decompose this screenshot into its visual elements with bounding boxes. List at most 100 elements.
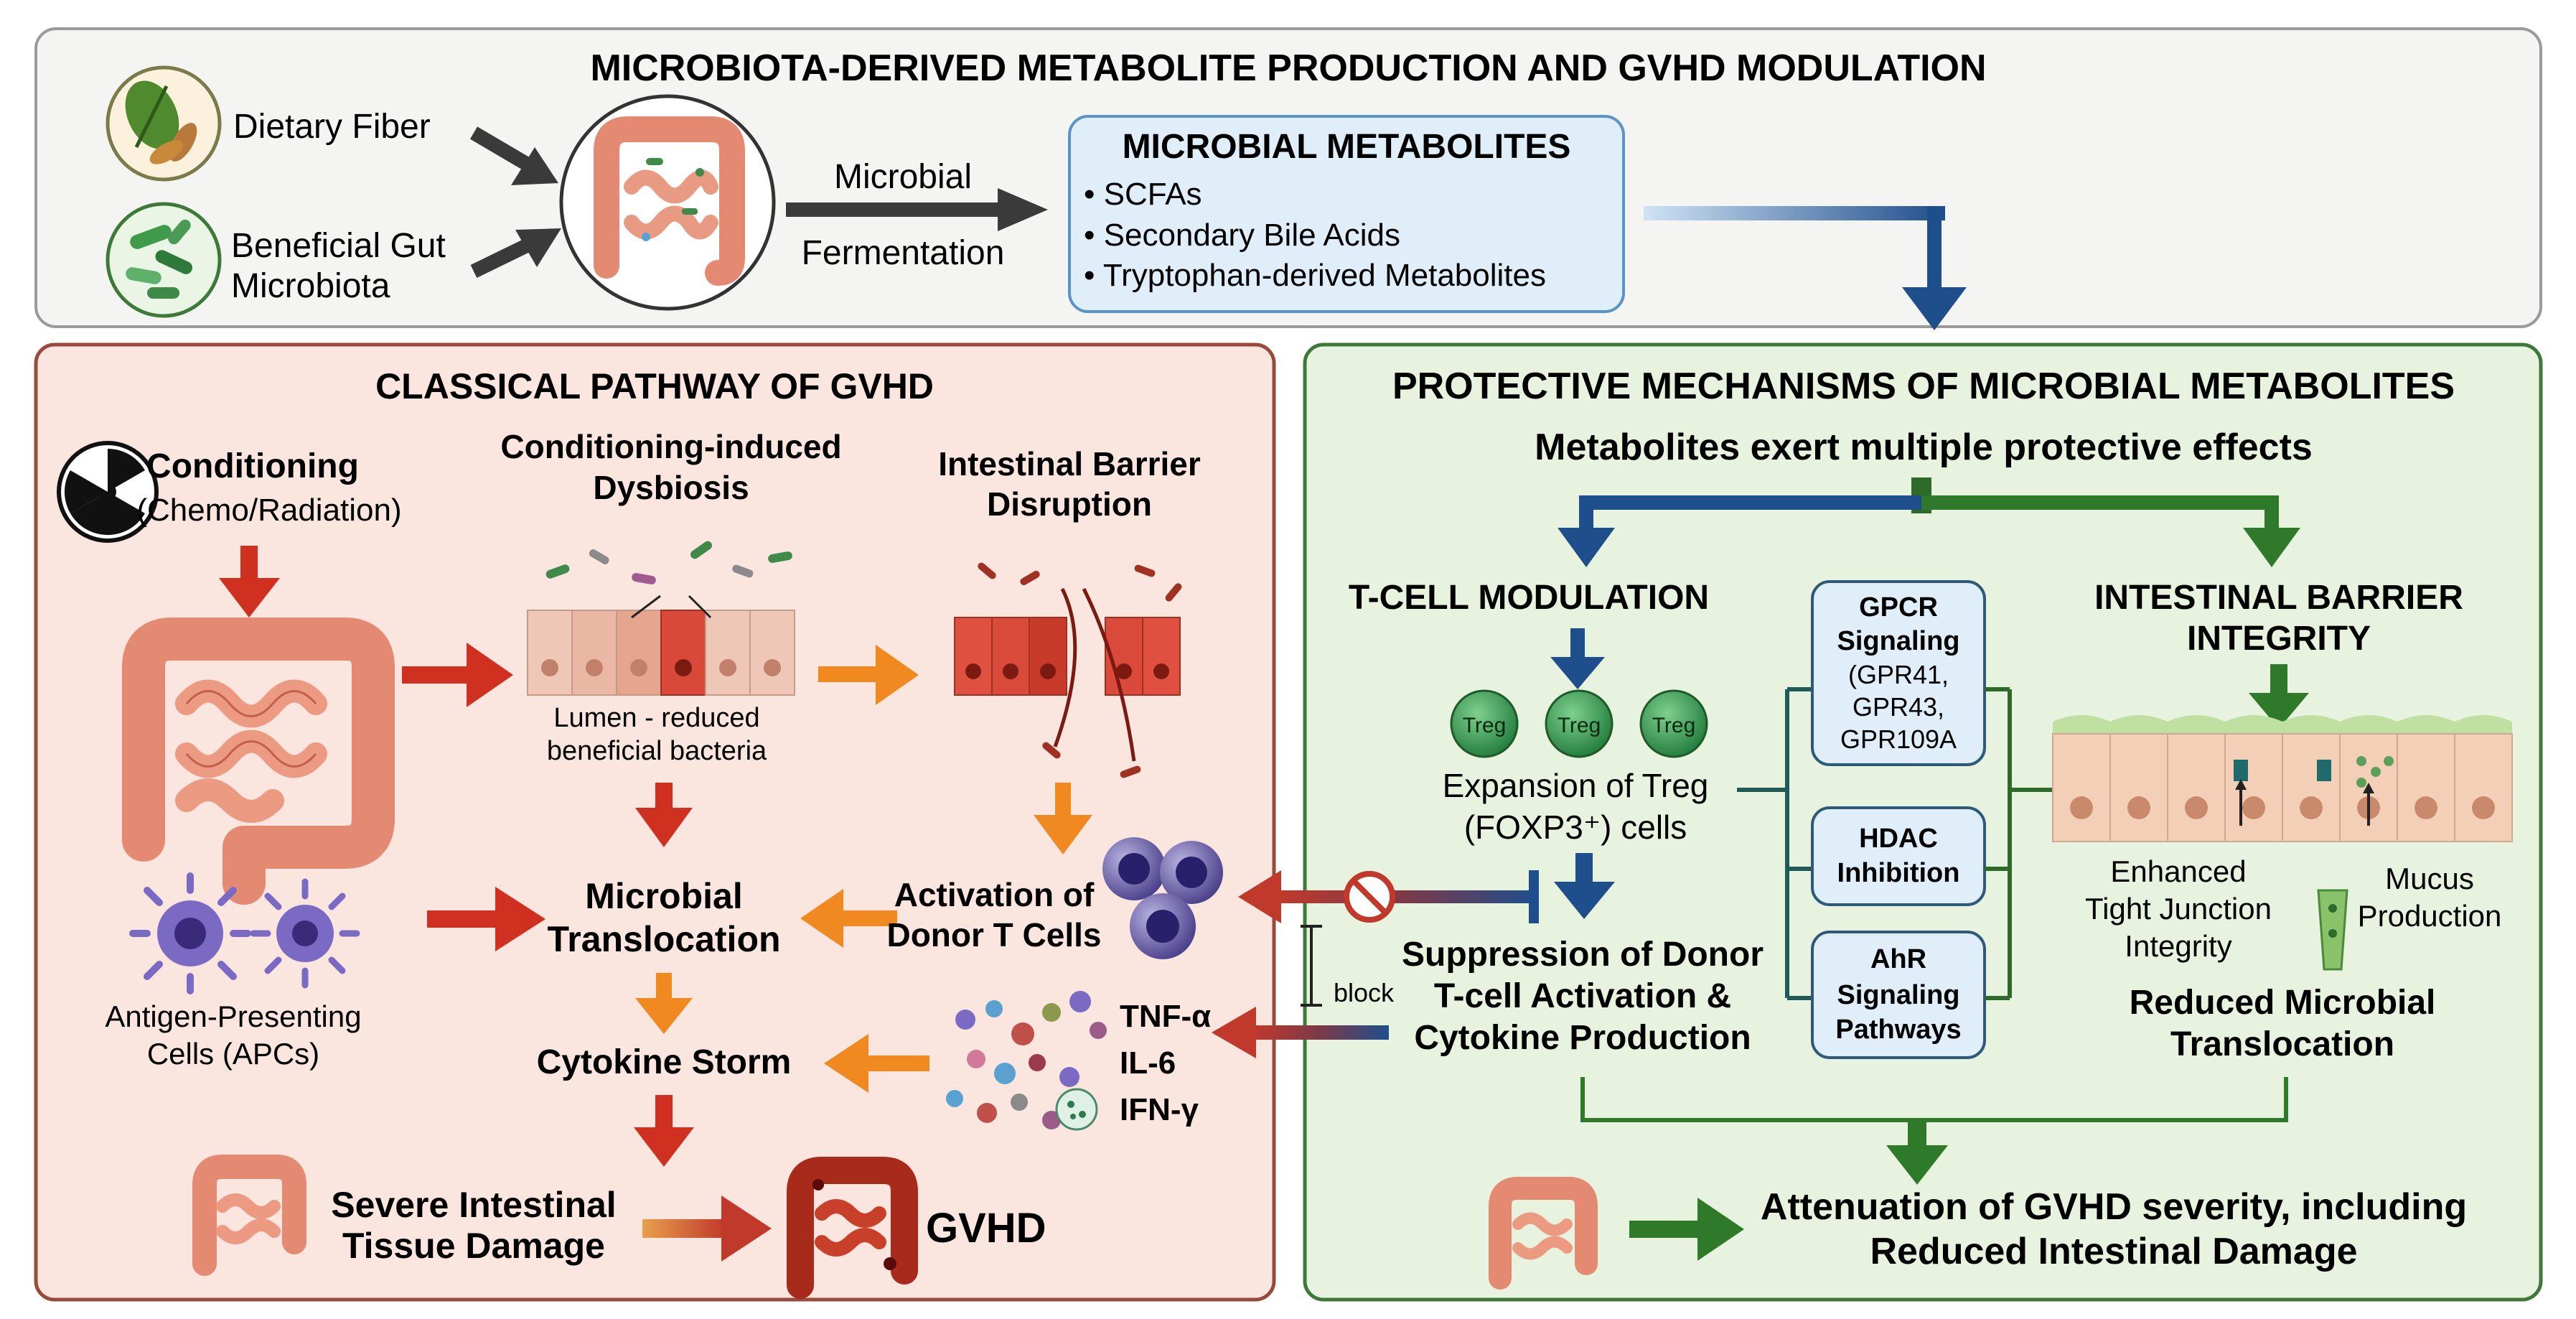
suppression-label-3: Cytokine Production	[1414, 1019, 1751, 1057]
arrow-head	[1550, 657, 1605, 689]
cytokine-il6-label: IL-6	[1120, 1045, 1176, 1081]
treg-cell-icon	[1545, 689, 1613, 758]
branch-blue	[1579, 495, 1921, 531]
barrier-label-1: Intestinal Barrier	[938, 445, 1201, 483]
treg-label: Treg	[1652, 714, 1696, 737]
arrow-shaft	[1927, 206, 1942, 296]
arrow-intestine-to-dysbiosis	[402, 666, 470, 684]
barrier-bracket	[1985, 687, 2053, 1000]
hdac-label-1: HDAC	[1859, 824, 1938, 854]
healthy-epithelium-icon	[2052, 715, 2513, 842]
arrow-shaft	[1908, 1120, 1926, 1149]
hdac-label-2: Inhibition	[1837, 858, 1960, 888]
protective-title: PROTECTIVE MECHANISMS OF MICROBIAL METAB…	[1392, 365, 2455, 407]
beneficial-gut-label-1: Beneficial Gut	[231, 227, 446, 265]
dietary-fiber-label: Dietary Fiber	[233, 108, 431, 146]
beneficial-gut-label-2: Microbiota	[231, 267, 390, 305]
tight-junction-label-3: Integrity	[2125, 929, 2231, 963]
fermentation-label-2: Fermentation	[802, 234, 1005, 272]
reduced-translocation-label-2: Translocation	[2170, 1025, 2394, 1063]
reduced-translocation-label-1: Reduced Microbial	[2130, 984, 2436, 1022]
treg-label: Treg	[1463, 714, 1507, 737]
arrow-head	[824, 1034, 868, 1093]
arrow-dysbiosis-to-barrier	[818, 666, 879, 682]
arrow-head	[515, 228, 561, 267]
expansion-label-1: Expansion of Treg	[1443, 767, 1709, 804]
arrow-head	[2243, 528, 2300, 567]
block-sign-icon	[1344, 871, 1395, 923]
arrow-head	[1697, 1198, 1744, 1261]
cytokine-storm-label: Cytokine Storm	[537, 1043, 792, 1081]
cytokine-ifn-label: IFN-γ	[1120, 1092, 1199, 1127]
ahr-box	[1811, 931, 1986, 1059]
cytokine-particles-icon	[946, 991, 1107, 1131]
arrow-integrity-down	[2270, 664, 2287, 696]
merge-line	[1580, 1077, 2288, 1122]
arrow-to-attenuation	[1629, 1221, 1701, 1238]
expansion-label-2: (FOXP3⁺) cells	[1464, 808, 1687, 846]
tight-junction-label-2: Tight Junction	[2085, 892, 2272, 926]
lumen-label-2: beneficial bacteria	[547, 736, 767, 766]
apc-icon	[250, 878, 360, 989]
attenuation-label-2: Reduced Intestinal Damage	[1870, 1231, 2357, 1272]
metabolites-title: MICROBIAL METABOLITES	[1123, 128, 1571, 166]
gpcr-label-1: GPCR	[1859, 592, 1938, 623]
arrow-barrier-down	[1055, 783, 1071, 819]
mucus-icon	[2317, 889, 2348, 971]
fermentation-label-1: Microbial	[834, 158, 972, 196]
arrow-severe-to-gvhd	[642, 1219, 725, 1238]
barrier-disruption-icon	[954, 562, 1182, 778]
barrier-integrity-label-1: INTESTINAL BARRIER	[2094, 579, 2463, 617]
tight-junction-label-1: Enhanced	[2110, 854, 2246, 888]
arrow-head	[1902, 287, 1967, 330]
radiation-icon	[57, 441, 159, 543]
arrow-head	[219, 578, 280, 617]
metabolite-item-1: • SCFAs	[1084, 177, 1202, 212]
arrow-head	[1034, 815, 1092, 854]
cytokine-tnf-label: TNF-α	[1120, 999, 1211, 1034]
block-label: block	[1334, 978, 1395, 1007]
tcell-modulation-label: T-CELL MODULATION	[1349, 579, 1709, 617]
arrow-head	[467, 643, 513, 707]
protective-subtitle: Metabolites exert multiple protective ef…	[1535, 427, 2313, 468]
suppression-label-1: Suppression of Donor	[1402, 936, 1764, 974]
arrow-head	[2249, 693, 2309, 729]
arrow-head	[876, 645, 919, 705]
arrow-translocation-down	[656, 973, 672, 1002]
damaged-intestine-icon	[787, 1157, 918, 1299]
arrow-head	[511, 147, 558, 185]
arrow-head	[721, 1196, 772, 1262]
activation-label-1: Activation of	[894, 876, 1095, 913]
conditioning-sub-label: (Chemo/Radiation)	[136, 493, 401, 528]
hdac-box	[1811, 806, 1986, 906]
conditioning-label: Conditioning	[146, 447, 359, 485]
metabolite-item-2: • Secondary Bile Acids	[1084, 218, 1400, 253]
arrow-head	[1212, 1007, 1256, 1058]
arrow-head	[1558, 528, 1615, 567]
branch-green	[1921, 495, 2279, 531]
arrow-storm-down	[655, 1095, 673, 1131]
mucus-label-2: Production	[2358, 899, 2502, 933]
barrier-integrity-label-2: INTEGRITY	[2187, 620, 2371, 658]
suppression-label-2: T-cell Activation &	[1434, 977, 1731, 1015]
barrier-label-2: Disruption	[987, 485, 1152, 523]
gpcr-box	[1811, 580, 1986, 766]
dysbiosis-epithelium-icon	[527, 541, 795, 696]
arrow-cytokines-to-storm	[865, 1055, 929, 1071]
bacteria-icon	[106, 202, 222, 318]
microbial-translocation-label-1: Microbial	[585, 876, 742, 916]
arrow-apc-to-translocation	[427, 910, 499, 928]
treg-cell-icon	[1450, 689, 1519, 758]
arrow-head	[635, 808, 693, 847]
arrow-activation-to-translocation	[840, 910, 897, 926]
gut-microbiota-icon	[559, 94, 776, 311]
attenuation-label-1: Attenuation of GVHD severity, including	[1761, 1186, 2467, 1228]
arrow-microbiota-to-gut	[470, 236, 536, 278]
apc-label-2: Cells (APCs)	[147, 1037, 319, 1071]
arrow-head	[800, 889, 843, 948]
treg-cell-icon	[1639, 689, 1708, 758]
treg-label: Treg	[1558, 714, 1601, 737]
donor-t-cell-icon	[1102, 837, 1223, 959]
gpcr-label-2: Signaling	[1837, 626, 1960, 656]
